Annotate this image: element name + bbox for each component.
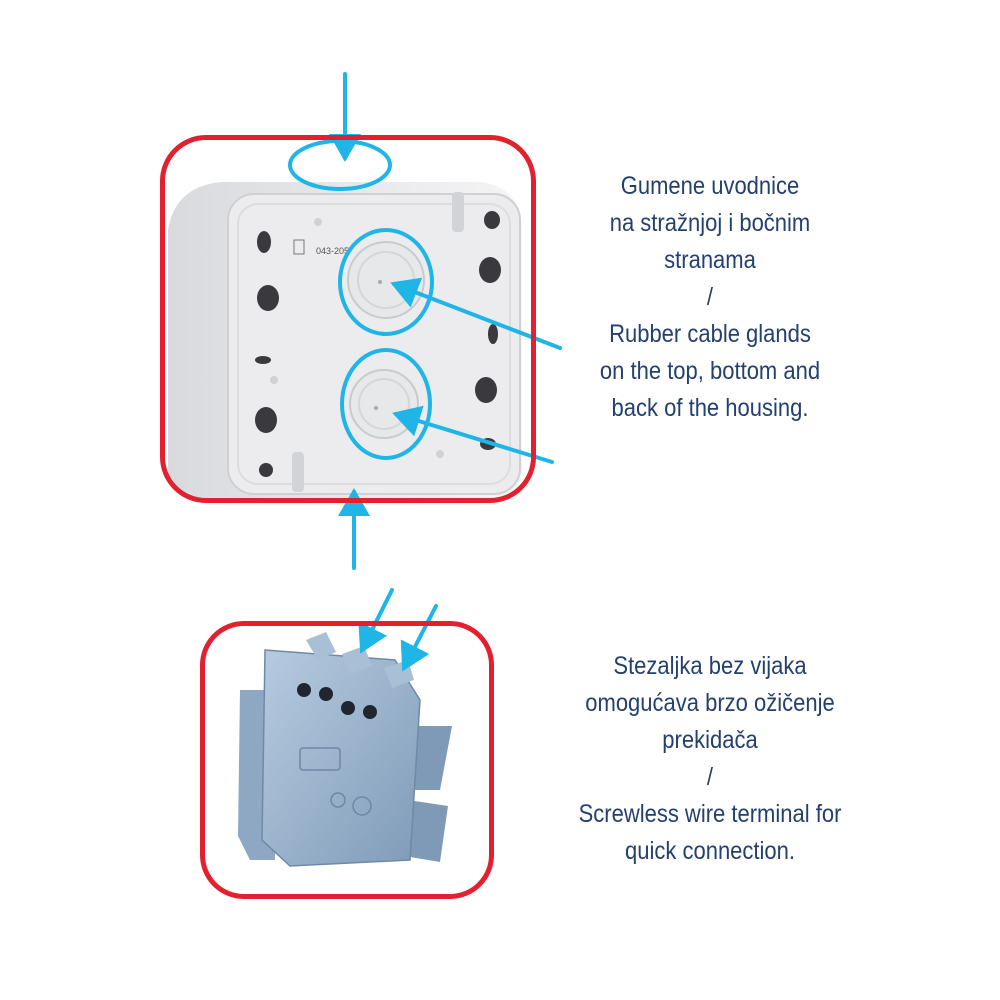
screwless-terminal (238, 632, 452, 867)
caption-line: na stražnjoj i bočnim (609, 209, 811, 237)
housing-back: 043-205 (168, 182, 522, 500)
caption-line: omogućava brzo ožičenje (585, 689, 835, 717)
caption-line: back of the housing. (611, 394, 809, 422)
caption-line: Stezaljka bez vijaka (613, 652, 807, 680)
caption-line: prekidača (662, 726, 758, 754)
caption-line: on the top, bottom and (599, 357, 821, 385)
terminal-caption: Stezaljka bez vijaka omogućava brzo ožič… (560, 648, 859, 870)
caption-line: stranama (664, 246, 756, 274)
terminal-frame (200, 621, 494, 899)
cable-glands-caption: Gumene uvodnice na stražnjoj i bočnim st… (578, 168, 842, 427)
housing-frame (160, 135, 536, 503)
model-label: 043-205 (316, 246, 349, 256)
caption-line: Rubber cable glands (609, 320, 811, 348)
caption-line: Gumene uvodnice (620, 172, 800, 200)
caption-line: quick connection. (624, 837, 796, 865)
caption-line: Screwless wire terminal for (578, 800, 842, 828)
caption-separator: / (706, 763, 714, 791)
caption-separator: / (706, 283, 714, 311)
